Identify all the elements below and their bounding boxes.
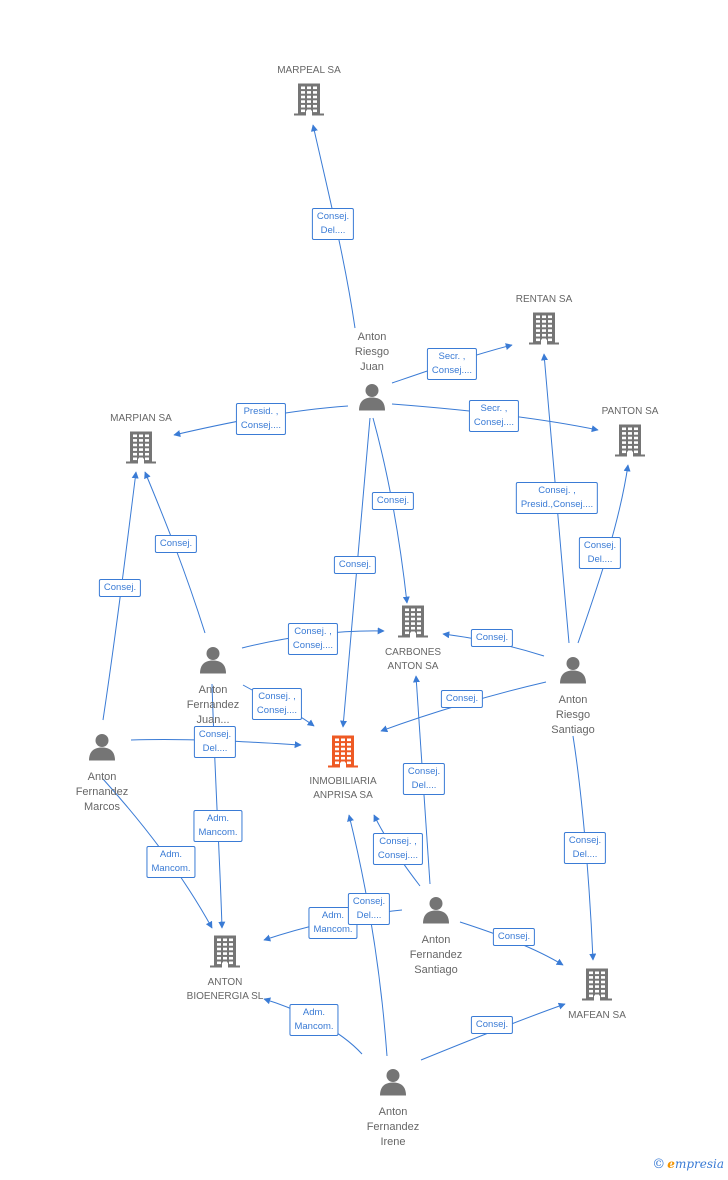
edge-label[interactable]: Consej. bbox=[154, 535, 198, 553]
node-label-mafean[interactable]: MAFEAN SA bbox=[568, 1010, 626, 1021]
brand-initial: e bbox=[667, 1157, 675, 1171]
edge-label[interactable]: Consej. bbox=[440, 690, 484, 708]
edge-label[interactable]: Adm. Mancom. bbox=[193, 810, 243, 842]
relationship-edge bbox=[372, 417, 410, 604]
building-icon-carbones[interactable] bbox=[398, 604, 428, 643]
person-icon-santiago_f[interactable] bbox=[422, 896, 450, 929]
building-icon-panton[interactable] bbox=[615, 423, 645, 462]
building-icon-rentan[interactable] bbox=[529, 311, 559, 350]
node-label-marpeal[interactable]: MARPEAL SA bbox=[277, 65, 341, 76]
node-label-marcos[interactable]: Anton Fernandez Marcos bbox=[75, 771, 129, 813]
node-label-irene[interactable]: Anton Fernandez Irene bbox=[366, 1106, 420, 1148]
edge-label[interactable]: Adm. Mancom. bbox=[146, 846, 196, 878]
edge-label[interactable]: Consej. Del.... bbox=[578, 537, 622, 569]
edge-label[interactable]: Consej. bbox=[371, 492, 415, 510]
relationship-edge bbox=[102, 471, 139, 721]
edge-label[interactable]: Consej. , Consej.... bbox=[287, 623, 339, 655]
edge-label[interactable]: Secr. , Consej.... bbox=[426, 348, 478, 380]
edge-label[interactable]: Consej. , Consej.... bbox=[372, 833, 424, 865]
edge-label[interactable]: Consej. Del.... bbox=[193, 726, 237, 758]
node-label-santiago_f[interactable]: Anton Fernandez Santiago bbox=[409, 934, 463, 976]
person-icon-irene[interactable] bbox=[379, 1068, 407, 1101]
node-label-panton[interactable]: PANTON SA bbox=[601, 406, 659, 417]
building-icon-bioenergia[interactable] bbox=[210, 934, 240, 973]
edge-label[interactable]: Adm. Mancom. bbox=[289, 1004, 339, 1036]
edge-label[interactable]: Consej. bbox=[98, 579, 142, 597]
edge-label[interactable]: Consej. bbox=[333, 556, 377, 574]
node-label-marpian[interactable]: MARPIAN SA bbox=[110, 413, 172, 424]
building-icon-marpian[interactable] bbox=[126, 430, 156, 469]
edge-label[interactable]: Consej. Del.... bbox=[347, 893, 391, 925]
edge-label[interactable]: Consej. Del.... bbox=[563, 832, 607, 864]
node-label-carbones[interactable]: CARBONES ANTON SA bbox=[384, 647, 442, 672]
empresia-logo: ©empresia bbox=[652, 1157, 724, 1172]
brand-name: mpresia bbox=[674, 1157, 724, 1171]
edge-label[interactable]: Consej. , Consej.... bbox=[251, 688, 303, 720]
node-label-juan[interactable]: Anton Riesgo Juan bbox=[354, 331, 390, 373]
person-icon-santiago_r[interactable] bbox=[559, 656, 587, 689]
person-icon-marcos[interactable] bbox=[88, 733, 116, 766]
person-icon-juan[interactable] bbox=[358, 383, 386, 416]
building-icon-mafean[interactable] bbox=[582, 967, 612, 1006]
person-icon-juan_f[interactable] bbox=[199, 646, 227, 679]
edge-label[interactable]: Consej. , Presid.,Consej.... bbox=[515, 482, 599, 514]
node-label-inmobiliaria[interactable]: INMOBILIARIA ANPRISA SA bbox=[309, 776, 377, 801]
building-icon-marpeal[interactable] bbox=[294, 82, 324, 121]
copyright-symbol: © bbox=[652, 1157, 666, 1172]
edge-label[interactable]: Consej. Del.... bbox=[402, 763, 446, 795]
relationship-edge bbox=[340, 417, 371, 728]
edge-label[interactable]: Consej. bbox=[470, 1016, 514, 1034]
edge-label[interactable]: Consej. bbox=[492, 928, 536, 946]
node-label-bioenergia[interactable]: ANTON BIOENERGIA SL bbox=[186, 977, 264, 1002]
edge-label[interactable]: Secr. , Consej.... bbox=[468, 400, 520, 432]
edge-label[interactable]: Consej. Del.... bbox=[311, 208, 355, 240]
edge-label[interactable]: Presid. , Consej.... bbox=[235, 403, 287, 435]
node-label-rentan[interactable]: RENTAN SA bbox=[515, 294, 573, 305]
node-label-santiago_r[interactable]: Anton Riesgo Santiago bbox=[551, 694, 595, 736]
building-icon-inmobiliaria[interactable] bbox=[328, 734, 358, 773]
edge-label[interactable]: Consej. bbox=[470, 629, 514, 647]
node-label-juan_f[interactable]: Anton Fernandez Juan... bbox=[186, 684, 240, 726]
